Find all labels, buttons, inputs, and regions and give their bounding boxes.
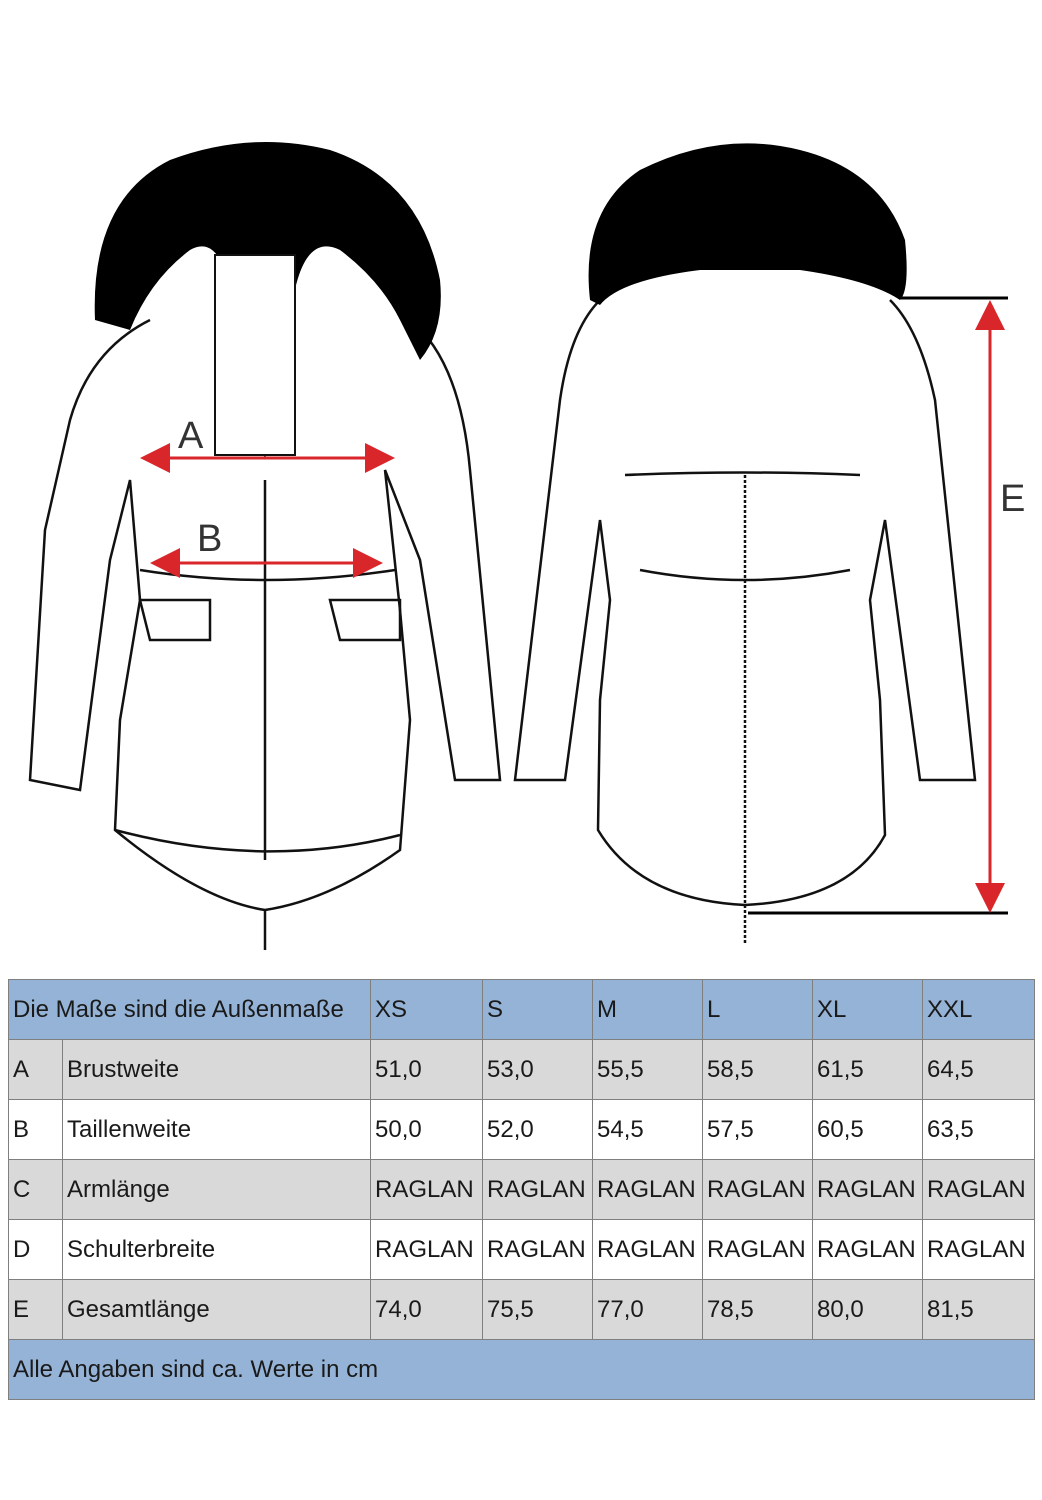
cell: 80,0 <box>812 1279 924 1340</box>
back-fur-hood <box>588 143 907 305</box>
cell: 51,0 <box>370 1039 484 1100</box>
cell: 50,0 <box>370 1099 484 1160</box>
size-header: XL <box>812 979 924 1040</box>
size-header: S <box>482 979 594 1040</box>
jacket-back <box>513 299 977 945</box>
label-b: B <box>197 518 223 560</box>
row-key: B <box>8 1099 63 1160</box>
footer-note: Alle Angaben sind ca. Werte in cm <box>7 1339 1036 1400</box>
cell: 77,0 <box>592 1279 704 1340</box>
cell: 78,5 <box>702 1279 814 1340</box>
cell: RAGLAN <box>370 1219 484 1280</box>
cell: 57,5 <box>702 1099 814 1160</box>
cell: RAGLAN <box>812 1159 924 1220</box>
cell: RAGLAN <box>592 1219 704 1280</box>
jacket-diagram <box>28 142 1008 950</box>
cell: RAGLAN <box>922 1159 1036 1220</box>
cell: 52,0 <box>482 1099 594 1160</box>
cell: 54,5 <box>592 1099 704 1160</box>
header-title: Die Maße sind die Außenmaße <box>7 979 372 1040</box>
row-name: Armlänge <box>61 1159 372 1220</box>
size-header: L <box>702 979 814 1040</box>
cell: RAGLAN <box>702 1159 814 1220</box>
label-a: A <box>178 415 204 457</box>
cell: 75,5 <box>482 1279 594 1340</box>
cell: RAGLAN <box>482 1159 594 1220</box>
cell: 60,5 <box>812 1099 924 1160</box>
cell: RAGLAN <box>482 1219 594 1280</box>
cell: RAGLAN <box>592 1159 704 1220</box>
cell: 53,0 <box>482 1039 594 1100</box>
row-key: A <box>8 1039 63 1100</box>
cell: RAGLAN <box>702 1219 814 1280</box>
label-e: E <box>1000 478 1026 520</box>
cell: 64,5 <box>922 1039 1036 1100</box>
cell: 63,5 <box>922 1099 1036 1160</box>
cell: 58,5 <box>702 1039 814 1100</box>
row-name: Brustweite <box>61 1039 372 1100</box>
cell: 81,5 <box>922 1279 1036 1340</box>
row-name: Gesamtlänge <box>61 1279 372 1340</box>
size-table: Die Maße sind die Außenmaße XS S M L XL … <box>7 979 1036 1400</box>
cell: RAGLAN <box>370 1159 484 1220</box>
size-header: XS <box>370 979 484 1040</box>
row-key: E <box>8 1279 63 1340</box>
cell: 61,5 <box>812 1039 924 1100</box>
size-header: M <box>592 979 704 1040</box>
measure-lines <box>140 296 1008 915</box>
cell: RAGLAN <box>922 1219 1036 1280</box>
footer-row: Alle Angaben sind ca. Werte in cm <box>7 1339 1036 1400</box>
row-key: D <box>8 1219 63 1280</box>
size-header: XXL <box>922 979 1036 1040</box>
cell: RAGLAN <box>812 1219 924 1280</box>
row-name: Taillenweite <box>61 1099 372 1160</box>
cell: 74,0 <box>370 1279 484 1340</box>
row-name: Schulterbreite <box>61 1219 372 1280</box>
cell: 55,5 <box>592 1039 704 1100</box>
row-key: C <box>8 1159 63 1220</box>
header-row: Die Maße sind die Außenmaße XS S M L XL … <box>7 979 1036 1040</box>
